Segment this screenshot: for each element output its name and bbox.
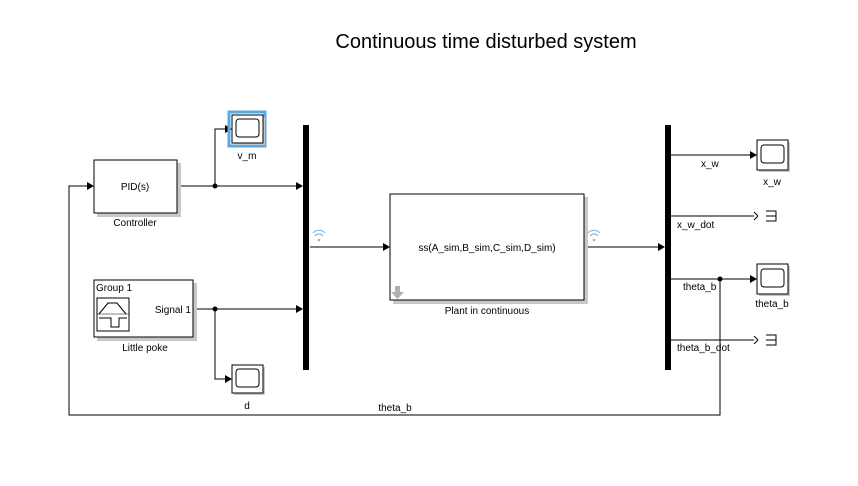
arrowhead-demux-in bbox=[658, 243, 665, 251]
scope-vm-label: v_m bbox=[238, 151, 257, 162]
controller-expression: PID(s) bbox=[121, 182, 149, 193]
controller-block[interactable]: PID(s) bbox=[93, 159, 181, 217]
signal-label-x-w-dot: x_w_dot bbox=[677, 220, 714, 231]
wire-branch-vm[interactable] bbox=[214, 128, 225, 186]
scope-thetab-label: theta_b bbox=[755, 299, 789, 310]
scope-icon bbox=[760, 144, 785, 164]
signal-label-theta-b: theta_b bbox=[683, 282, 717, 293]
signal-label-theta-b-dot: theta_b_dot bbox=[677, 343, 730, 354]
little-poke-block[interactable]: Group 1 Signal 1 bbox=[93, 279, 197, 341]
scope-vm[interactable] bbox=[227, 110, 267, 148]
scope-icon bbox=[235, 368, 260, 388]
branch-point-theta-b bbox=[717, 276, 723, 282]
controller-label: Controller bbox=[113, 218, 157, 229]
demux-block[interactable] bbox=[665, 125, 671, 370]
signal-label-feedback: theta_b bbox=[378, 403, 412, 414]
diagram-title: Continuous time disturbed system bbox=[335, 31, 636, 53]
signal-builder-icon bbox=[96, 297, 130, 332]
scope-d[interactable] bbox=[231, 364, 265, 395]
wire-feedback-theta-b[interactable] bbox=[68, 185, 721, 416]
terminator-x-w-dot[interactable] bbox=[753, 210, 777, 222]
plant-block[interactable]: ss(A_sim,B_sim,C_sim,D_sim) bbox=[389, 193, 588, 304]
little-poke-group: Group 1 bbox=[96, 283, 133, 294]
plant-label: Plant in continuous bbox=[445, 306, 530, 317]
terminator-theta-b-dot[interactable] bbox=[753, 334, 777, 346]
scope-xw[interactable] bbox=[756, 139, 790, 172]
branch-point-poke bbox=[212, 306, 218, 312]
arrowhead-mux-in2 bbox=[296, 305, 303, 313]
signal-wifi-icon bbox=[312, 229, 326, 242]
arrowhead-d bbox=[225, 375, 232, 383]
arrowhead-controller-in bbox=[87, 182, 94, 190]
arrowhead-mux-in1 bbox=[296, 182, 303, 190]
little-poke-label: Little poke bbox=[122, 343, 168, 354]
wire-branch-d[interactable] bbox=[214, 309, 225, 380]
arrowhead-scope-xw bbox=[750, 151, 757, 159]
scope-xw-label: x_w bbox=[763, 177, 782, 188]
branch-point-controller bbox=[212, 183, 218, 189]
signal-label-x-w: x_w bbox=[701, 159, 720, 170]
scope-icon bbox=[235, 118, 260, 138]
scope-icon bbox=[760, 268, 785, 288]
scope-thetab[interactable] bbox=[756, 263, 790, 296]
little-poke-signal: Signal 1 bbox=[155, 305, 192, 316]
scope-d-label: d bbox=[244, 401, 250, 412]
arrowhead-plant-in bbox=[383, 243, 390, 251]
plant-expression: ss(A_sim,B_sim,C_sim,D_sim) bbox=[418, 243, 555, 254]
down-arrow-icon bbox=[391, 286, 404, 299]
mux-block[interactable] bbox=[303, 125, 309, 370]
arrowhead-scope-thetab bbox=[750, 275, 757, 283]
signal-wifi-icon bbox=[587, 229, 601, 242]
